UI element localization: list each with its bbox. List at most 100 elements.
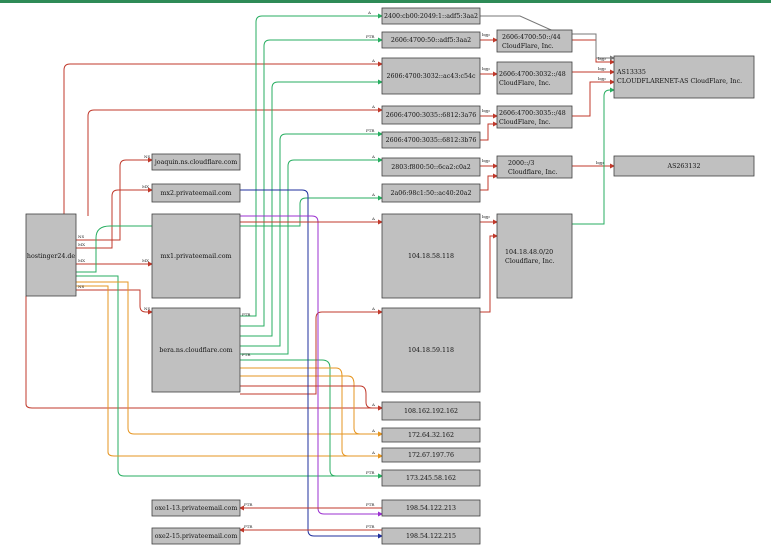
edge-label-mx: MX bbox=[142, 184, 149, 189]
svg-text:2606:4700:3035::6812:3b76: 2606:4700:3035::6812:3b76 bbox=[386, 137, 477, 144]
edge-bgp-v6e bbox=[480, 121, 498, 141]
svg-text:108.162.192.162: 108.162.192.162 bbox=[404, 408, 458, 415]
edge-label-ns: NS bbox=[78, 234, 85, 239]
edge-label-ns: NS bbox=[78, 284, 85, 289]
edge-bgp-ip2 bbox=[480, 233, 498, 313]
svg-text:2606:4700:3032::ac43:c54c: 2606:4700:3032::ac43:c54c bbox=[386, 73, 476, 80]
edge-label-mx: MX bbox=[78, 258, 85, 263]
node-ip7[interactable]: 198.54.122.213 bbox=[381, 499, 481, 517]
edge-label-ptr: PTR bbox=[366, 502, 375, 507]
edge-bgp-v6a-as bbox=[480, 15, 615, 61]
edge-mx1-a-ip7 bbox=[240, 215, 383, 517]
edge-label-ns: NS bbox=[144, 306, 151, 311]
node-prefix-3[interactable]: 2606:4700:3035::/48 CloudFlare, Inc. bbox=[496, 105, 573, 129]
edge-hostinger-a-ip3 bbox=[25, 296, 383, 411]
edge-label-bgp: bgp bbox=[598, 56, 606, 61]
edge-label-a: A bbox=[371, 104, 375, 109]
edge-bera-aaaa-b bbox=[240, 37, 383, 327]
node-prefix-5[interactable]: 104.18.48.0/20 Cloudflare, Inc. bbox=[496, 213, 573, 299]
node-v6-b[interactable]: 2606:4700:50::adf5:3aa2 bbox=[381, 31, 481, 49]
edge-label-ptr: PTR bbox=[242, 312, 251, 317]
node-as13335[interactable]: AS13335 CLOUDFLARENET-AS CloudFlare, Inc… bbox=[613, 55, 755, 99]
svg-text:mx1.privateemail.com: mx1.privateemail.com bbox=[161, 253, 232, 260]
svg-text:2400:cb00:2049:1::adf5:3aa2: 2400:cb00:2049:1::adf5:3aa2 bbox=[384, 13, 478, 20]
svg-text:172.67.197.76: 172.67.197.76 bbox=[408, 452, 454, 459]
edge-label-a: A bbox=[371, 58, 375, 63]
edge-label-ptr: PTR bbox=[366, 34, 375, 39]
edge-bera-a-ip4 bbox=[240, 375, 383, 437]
svg-text:2803:f800:50::6ca2:c0a2: 2803:f800:50::6ca2:c0a2 bbox=[391, 164, 471, 171]
edge-label-mx: MX bbox=[142, 258, 149, 263]
edge-label-bgp: bgp bbox=[596, 160, 604, 165]
edge-mx2-a-ip8 bbox=[240, 189, 383, 539]
edge-label-bgp: bgp bbox=[482, 214, 490, 219]
edge-hostinger-aaaa-3035-3a76 bbox=[87, 107, 383, 216]
edge-labels: A PTR A A PTR A A A A A A A PTR PTR PTR … bbox=[78, 10, 606, 529]
svg-text:198.54.122.213: 198.54.122.213 bbox=[406, 505, 456, 512]
edge-label-ptr: PTR bbox=[242, 352, 251, 357]
edge-bera-aaaa-a bbox=[240, 13, 383, 317]
svg-text:2606:4700:3035::6812:3a76: 2606:4700:3035::6812:3a76 bbox=[386, 112, 476, 119]
svg-text:Cloudflare, Inc.: Cloudflare, Inc. bbox=[508, 169, 557, 176]
svg-text:104.18.59.118: 104.18.59.118 bbox=[408, 347, 454, 354]
node-v6-e[interactable]: 2606:4700:3035::6812:3b76 bbox=[381, 131, 481, 149]
node-prefix-4[interactable]: 2000::/3 Cloudflare, Inc. bbox=[496, 155, 573, 179]
edge-bgp-pfx5-as bbox=[572, 87, 615, 225]
svg-text:172.64.32.162: 172.64.32.162 bbox=[408, 432, 454, 439]
edge-label-ptr: PTR bbox=[244, 502, 253, 507]
edge-bera-aaaa-e bbox=[240, 131, 383, 347]
node-hostinger[interactable]: hostinger24.de bbox=[25, 213, 77, 297]
svg-text:CLOUDFLARENET-AS CloudFlare, I: CLOUDFLARENET-AS CloudFlare, Inc. bbox=[617, 78, 742, 85]
svg-text:104.18.48.0/20: 104.18.48.0/20 bbox=[505, 249, 553, 256]
svg-text:AS263132: AS263132 bbox=[667, 163, 701, 170]
node-oxe2[interactable]: oxe2-15.privateemail.com bbox=[151, 527, 241, 545]
edge-hostinger-a-ip5 bbox=[76, 285, 383, 459]
node-ip3[interactable]: 108.162.192.162 bbox=[381, 401, 481, 421]
svg-text:mx2.privateemail.com: mx2.privateemail.com bbox=[161, 190, 232, 197]
node-v6-g[interactable]: 2a06:98c1:50::ac40:20a2 bbox=[381, 183, 481, 203]
edge-hostinger-a-ip6 bbox=[76, 275, 383, 479]
nodes: hostinger24.de joaquin.ns.cloudflare.com… bbox=[25, 7, 755, 545]
node-ip6[interactable]: 173.245.58.162 bbox=[381, 469, 481, 487]
svg-text:oxe2-15.privateemail.com: oxe2-15.privateemail.com bbox=[155, 533, 238, 540]
node-oxe1[interactable]: oxe1-13.privateemail.com bbox=[151, 499, 241, 517]
svg-text:joaquin.ns.cloudflare.com: joaquin.ns.cloudflare.com bbox=[154, 159, 237, 166]
svg-text:AS13335: AS13335 bbox=[616, 69, 646, 76]
node-prefix-1[interactable]: 2606:4700:50::/44 CloudFlare, Inc. bbox=[496, 29, 573, 53]
node-prefix-2[interactable]: 2606:4700:3032::/48 CloudFlare, Inc. bbox=[496, 61, 573, 95]
edge-label-ptr: PTR bbox=[366, 128, 375, 133]
svg-text:2606:4700:3032::/48: 2606:4700:3032::/48 bbox=[499, 71, 566, 78]
node-ip8[interactable]: 198.54.122.215 bbox=[381, 527, 481, 545]
node-mx1[interactable]: mx1.privateemail.com bbox=[151, 213, 241, 299]
edge-bera-a-ip3 bbox=[240, 385, 383, 411]
svg-text:2606:4700:50::adf5:3aa2: 2606:4700:50::adf5:3aa2 bbox=[391, 37, 471, 44]
node-ip1[interactable]: 104.18.58.118 bbox=[381, 213, 481, 299]
edge-bera-a-ip5 bbox=[240, 367, 383, 459]
node-as263132[interactable]: AS263132 bbox=[613, 155, 755, 177]
top-accent-bar bbox=[0, 0, 771, 3]
edge-label-ptr: PTR bbox=[366, 470, 375, 475]
edge-label-a: A bbox=[367, 10, 371, 15]
node-mx2[interactable]: mx2.privateemail.com bbox=[151, 183, 241, 203]
svg-text:198.54.122.215: 198.54.122.215 bbox=[406, 533, 456, 540]
node-joaquin[interactable]: joaquin.ns.cloudflare.com bbox=[151, 153, 241, 171]
node-ip2[interactable]: 104.18.59.118 bbox=[381, 307, 481, 393]
node-bera[interactable]: bera.ns.cloudflare.com bbox=[151, 307, 241, 393]
node-v6-d[interactable]: 2606:4700:3035::6812:3a76 bbox=[381, 105, 481, 125]
edge-hostinger-ns-joaquin bbox=[76, 157, 153, 241]
edge-label-a: A bbox=[371, 428, 375, 433]
node-ip5[interactable]: 172.67.197.76 bbox=[381, 447, 481, 463]
edge-label-a: A bbox=[371, 402, 375, 407]
edge-label-bgp: bgp bbox=[598, 66, 606, 71]
node-v6-a[interactable]: 2400:cb00:2049:1::adf5:3aa2 bbox=[381, 7, 481, 25]
svg-text:Cloudflare, Inc.: Cloudflare, Inc. bbox=[505, 258, 554, 265]
edge-bgp-v6g bbox=[480, 173, 498, 191]
svg-text:104.18.58.118: 104.18.58.118 bbox=[408, 253, 454, 260]
node-v6-c[interactable]: 2606:4700:3032::ac43:c54c bbox=[381, 57, 481, 95]
svg-text:CloudFlare, Inc.: CloudFlare, Inc. bbox=[502, 43, 554, 50]
edge-label-bgp: bgp bbox=[482, 158, 490, 163]
node-ip4[interactable]: 172.64.32.162 bbox=[381, 427, 481, 443]
node-v6-f[interactable]: 2803:f800:50::6ca2:c0a2 bbox=[381, 157, 481, 177]
svg-text:173.245.58.162: 173.245.58.162 bbox=[406, 475, 456, 482]
svg-text:CloudFlare, Inc.: CloudFlare, Inc. bbox=[499, 80, 551, 87]
